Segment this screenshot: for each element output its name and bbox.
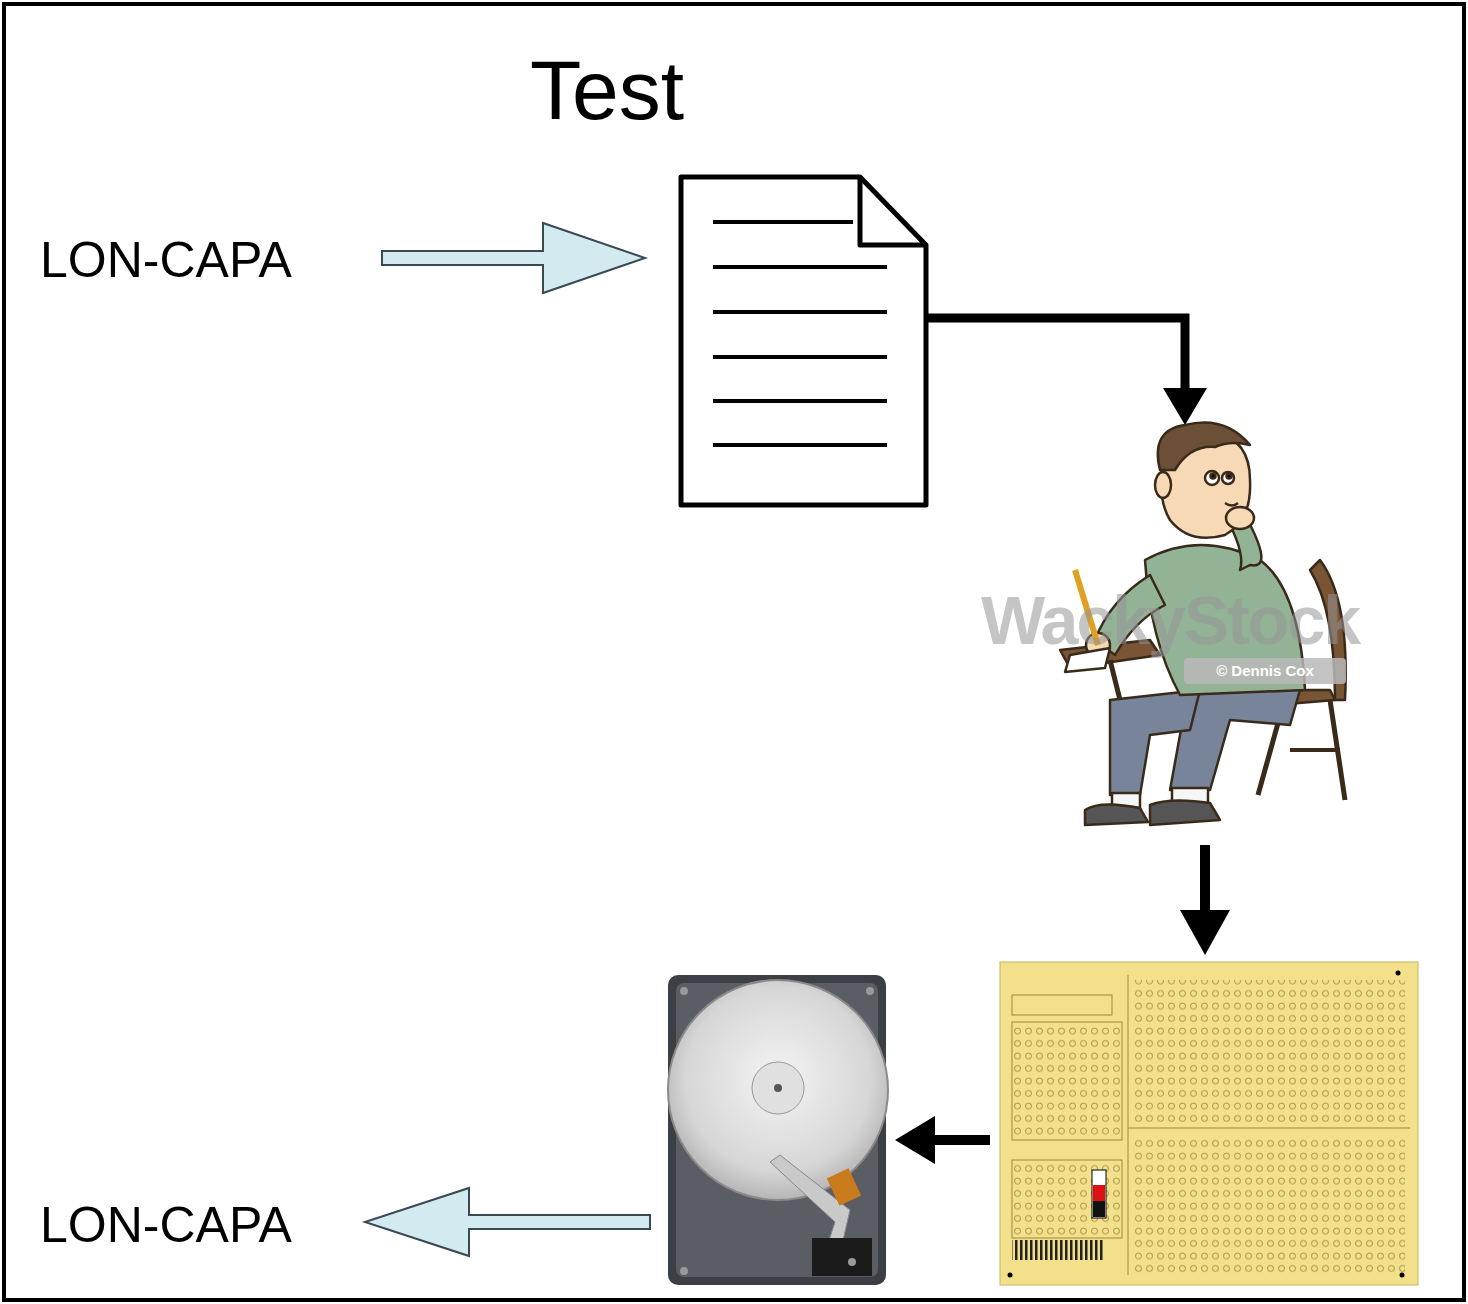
watermark: WackyStock — [981, 583, 1359, 658]
diagram-title: Test — [530, 44, 684, 136]
arrowhead — [1180, 910, 1230, 955]
system-label: LON-CAPA — [40, 233, 292, 288]
output-arrow — [365, 1188, 650, 1256]
watermark-badge — [1184, 658, 1346, 684]
arrowhead — [1163, 388, 1207, 425]
frame — [4, 4, 1464, 1300]
flow-arrow — [928, 318, 1185, 392]
answer-sheet — [1000, 962, 1418, 1285]
system-label: LON-CAPA — [40, 1198, 292, 1253]
flow-arrow — [1200, 845, 1210, 915]
flow-arrow — [930, 1135, 990, 1145]
test-document — [681, 177, 926, 505]
input-arrow — [382, 223, 645, 293]
copyright-watermark: © Dennis Cox — [1216, 663, 1314, 680]
hard-drive — [668, 975, 888, 1285]
arrowhead — [895, 1116, 935, 1164]
